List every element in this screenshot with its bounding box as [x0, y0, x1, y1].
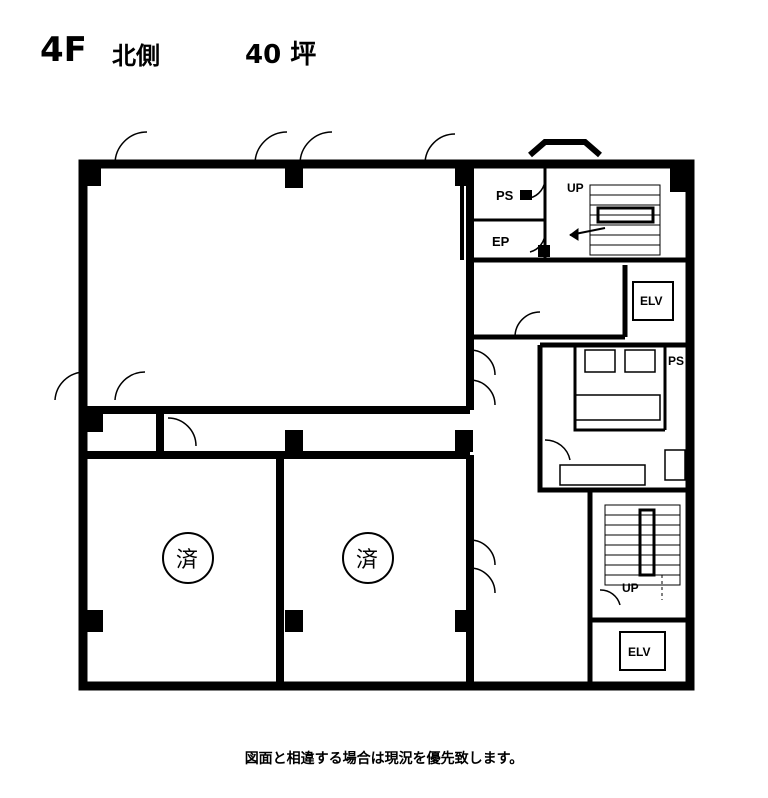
- stairs-bottom: [604, 504, 681, 600]
- occupied-label-1: 済: [176, 548, 198, 573]
- columns: [83, 164, 690, 632]
- occupied-label-2: 済: [356, 548, 378, 573]
- outer-walls: [78, 159, 695, 691]
- area-label: 40 坪: [245, 40, 317, 70]
- occupied-mark-1: [162, 532, 214, 584]
- lower-office-walls: [83, 410, 474, 686]
- up-bottom-label: UP: [622, 581, 639, 595]
- disclaimer-text: 図面と相違する場合は現況を優先致します。: [244, 751, 524, 767]
- core-walls: [470, 164, 690, 686]
- ep-label: EP: [492, 234, 510, 249]
- door-swings: [54, 131, 621, 606]
- side-label: 北側: [112, 42, 160, 70]
- entry-canopy: [528, 139, 602, 158]
- floor-label: 4F: [40, 30, 87, 70]
- stairs-top: [589, 184, 661, 256]
- rental-space-walls: [83, 164, 474, 414]
- up-top-label: UP: [567, 181, 584, 195]
- elv-bottom-label: ELV: [628, 645, 650, 659]
- elv-top-label: ELV: [640, 294, 662, 308]
- ps-top-label: PS: [496, 188, 514, 203]
- toilet-fixtures: [559, 349, 686, 486]
- ps-right-label: PS: [668, 354, 684, 368]
- elevator-boxes: [619, 281, 674, 671]
- occupied-mark-2: [342, 532, 394, 584]
